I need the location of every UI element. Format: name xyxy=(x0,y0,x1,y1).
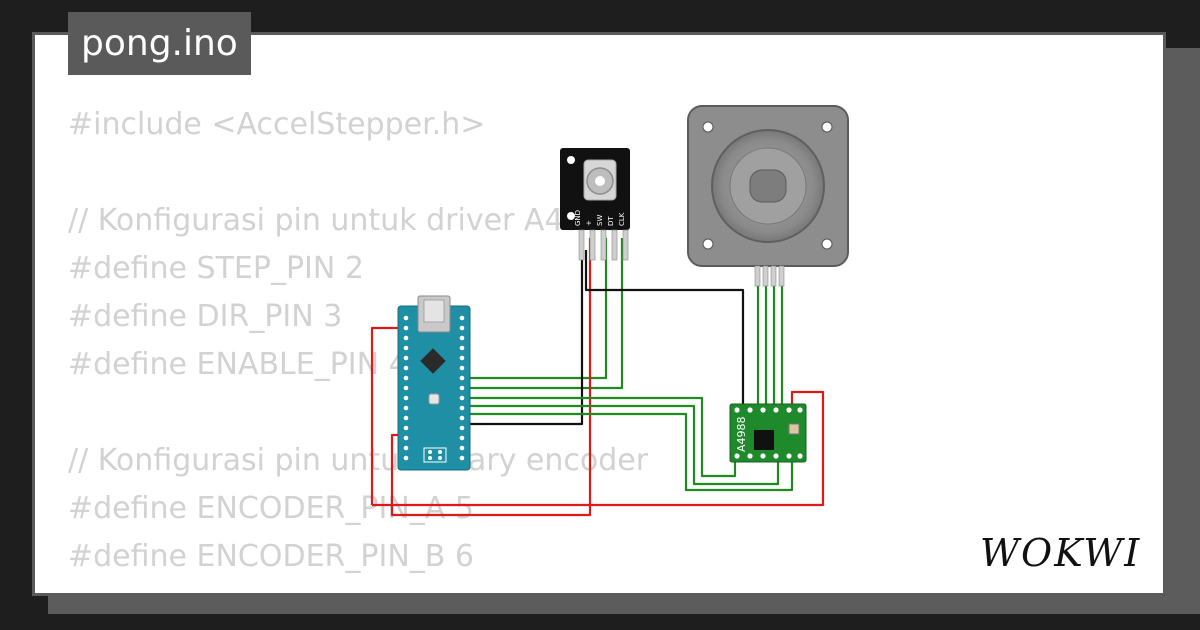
code-line: #define ENCODER_PIN_A 5 xyxy=(68,491,474,526)
arduino-nano[interactable] xyxy=(397,295,471,471)
code-line: #define STEP_PIN 2 xyxy=(68,251,364,286)
pin-label-dt: DT xyxy=(607,216,615,226)
wire-black xyxy=(584,250,745,408)
motor-pins xyxy=(754,265,785,287)
code-preview: #include <AccelStepper.h> // Konfigurasi … xyxy=(68,101,648,581)
code-line: // Konfigurasi pin untuk driver A4988 xyxy=(68,203,621,238)
encoder-pin-labels: GND + SW DT CLK xyxy=(574,210,626,226)
pin-label-vcc: + xyxy=(585,220,593,226)
code-line: #define ENABLE_PIN 4 xyxy=(68,347,408,382)
arduino-pin-row xyxy=(403,315,465,461)
preview-card xyxy=(32,32,1166,596)
pin-label-sw: SW xyxy=(596,215,604,226)
wire-green xyxy=(468,396,737,478)
motor-shaft xyxy=(749,169,787,203)
wire-green xyxy=(468,238,624,390)
driver-label: A4988 xyxy=(735,416,748,452)
pin-label-gnd: GND xyxy=(574,210,582,226)
brand-logo-text: WOKWI xyxy=(980,531,1141,574)
pin-label-clk: CLK xyxy=(618,212,626,226)
driver-chip xyxy=(754,430,774,450)
wire-green xyxy=(468,412,794,492)
code-line: #define DIR_PIN 3 xyxy=(68,299,343,334)
microcontroller-chip xyxy=(420,348,446,374)
reset-button xyxy=(428,393,440,405)
wokwi-logo[interactable]: WOKWI xyxy=(978,530,1150,574)
wires xyxy=(370,238,825,517)
wire-red xyxy=(390,238,592,517)
project-title[interactable]: pong.ino xyxy=(68,12,251,75)
rotary-encoder[interactable]: GND + SW DT CLK xyxy=(560,148,630,261)
code-line: #define ENCODER_PIN_B 6 xyxy=(68,539,474,574)
stepper-motor[interactable] xyxy=(687,105,849,287)
code-line: #include <AccelStepper.h> xyxy=(68,107,486,142)
a4988-driver[interactable]: A4988 xyxy=(729,403,807,463)
wire-red xyxy=(372,390,825,507)
wire-green xyxy=(468,238,608,380)
wire-red xyxy=(370,326,404,505)
wire-green xyxy=(468,404,780,486)
driver-potentiometer xyxy=(788,423,800,435)
encoder-header-pins xyxy=(578,229,629,261)
